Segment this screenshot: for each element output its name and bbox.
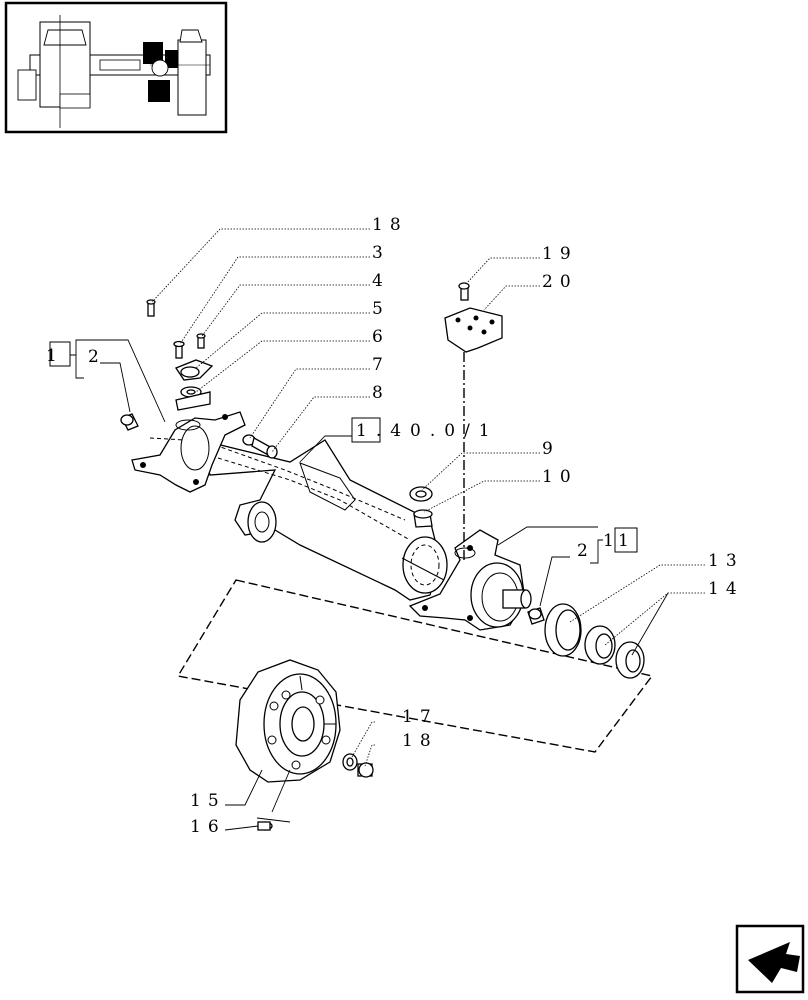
- hub-group-boundary: [176, 579, 654, 753]
- washer-16: [342, 753, 358, 771]
- callout-2-right: 2: [577, 541, 595, 561]
- plate-20: [444, 307, 503, 353]
- callout-labels: 18 3 4 5 6 7 8 9 10 19 20 13 14 15 16 17…: [88, 215, 744, 837]
- pivot-stack: [146, 299, 214, 411]
- callout-19: 19: [542, 244, 578, 264]
- overview-thumbnail[interactable]: [4, 1, 228, 134]
- callout-17: 18: [402, 731, 438, 751]
- callout-8: 8: [372, 383, 390, 403]
- callout-5: 5: [372, 299, 390, 319]
- seal-12: [544, 603, 582, 657]
- bushing-10: [413, 509, 433, 528]
- leader-lines: [70, 228, 705, 831]
- wheel-hub: [235, 659, 341, 783]
- bearing-13b: [615, 641, 645, 679]
- callout-20: 20: [542, 272, 578, 292]
- callout-3: 3: [372, 243, 390, 263]
- bearing-13a: [584, 625, 616, 665]
- left-steering-knuckle: [131, 411, 246, 493]
- bushing-right: [527, 607, 545, 625]
- right-steering-knuckle: [408, 529, 532, 631]
- svg-text:1: 1: [46, 346, 64, 366]
- callout-7: 7: [372, 355, 390, 375]
- callout-10: 10: [542, 467, 578, 487]
- callout-14: 15: [190, 791, 226, 811]
- next-page-arrow-icon[interactable]: [735, 924, 805, 994]
- svg-text:1.40.0/1: 1.40.0/1: [356, 421, 499, 441]
- seal-ring-9: [409, 486, 433, 502]
- bolt-19: [458, 282, 470, 301]
- ref-box-right[interactable]: 12 1: [603, 527, 639, 553]
- bushing-left: [120, 413, 139, 431]
- callout-16: 17: [402, 707, 438, 727]
- ref-box-left[interactable]: 1: [46, 341, 71, 367]
- callout-9: 9: [542, 439, 560, 459]
- callout-6: 6: [372, 327, 390, 347]
- axle-housing: [199, 439, 448, 601]
- svg-text:1: 1: [618, 531, 636, 551]
- callout-4: 4: [372, 271, 390, 291]
- dowel-15: [257, 821, 273, 831]
- callout-12: 13: [708, 551, 744, 571]
- callout-2-left: 2: [88, 347, 106, 367]
- callout-15: 16: [190, 817, 226, 837]
- callout-13: 14: [708, 579, 744, 599]
- group-reference-link[interactable]: 1.40.0/1: [351, 417, 499, 443]
- callout-18: 18: [372, 215, 408, 235]
